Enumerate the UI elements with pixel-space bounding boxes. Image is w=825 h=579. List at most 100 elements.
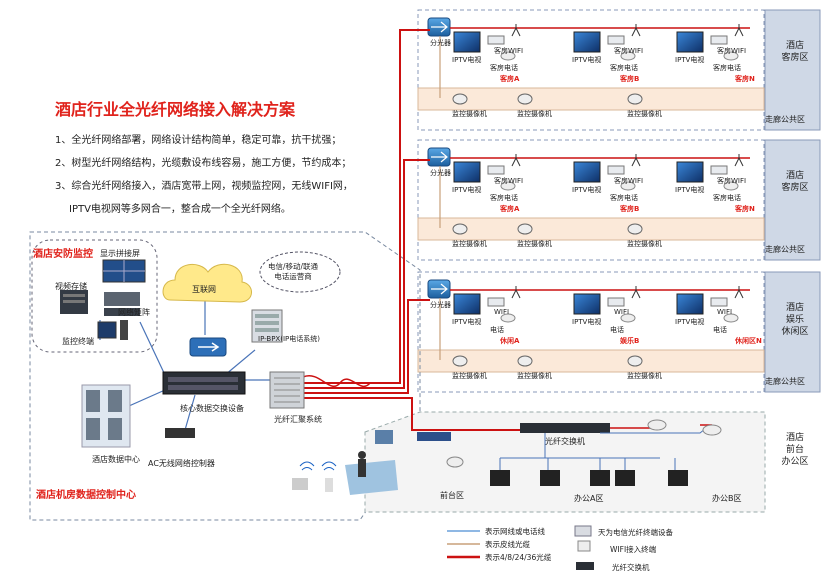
phone-label: 客房电话	[713, 194, 741, 202]
iptv-label: IPTV电视	[572, 186, 602, 194]
room-name-label: 客房N	[735, 205, 755, 213]
iptv-label: IPTV电视	[572, 56, 602, 64]
iptv-icon	[676, 161, 704, 183]
front-desk-label: 前台区	[440, 491, 464, 500]
fiber-trunk	[300, 29, 520, 431]
camera-label: 监控摄像机	[452, 240, 487, 248]
phone-icon	[723, 181, 739, 191]
carrier-ellipse	[259, 251, 341, 293]
wifi-ap-icon	[511, 24, 521, 37]
corridor-band	[417, 87, 765, 111]
camera-label: 监控摄像机	[627, 372, 662, 380]
internet-cloud	[162, 263, 252, 303]
camera-label: 监控摄像机	[627, 240, 662, 248]
corridor-band	[417, 217, 765, 241]
iptv-icon	[453, 161, 481, 183]
wifi-label: WIFI	[614, 308, 630, 316]
onu-icon	[710, 165, 728, 175]
phone-icon	[500, 51, 516, 61]
splitter-label: 分光器	[430, 301, 451, 309]
onu-icon	[487, 297, 505, 307]
camera-label: 监控摄像机	[517, 110, 552, 118]
monitor-terminal-label: 监控终端	[62, 337, 94, 346]
phone-label: 电话	[490, 326, 504, 334]
camera-label: 监控摄像机	[517, 240, 552, 248]
onu-icon	[607, 297, 625, 307]
phone-icon	[500, 181, 516, 191]
camera-icon	[517, 223, 533, 235]
phone-label: 客房电话	[713, 64, 741, 72]
wifi-label: 客房WIFI	[614, 177, 644, 185]
room-name-label: 休闲A	[500, 337, 520, 345]
legend-line3: 表示4/8/24/36光缆	[485, 553, 552, 562]
wifi-label: 客房WIFI	[717, 47, 747, 55]
wifi-label: WIFI	[717, 308, 733, 316]
room-name-label: 客房B	[620, 75, 640, 83]
legend-dev3: 光纤交换机	[612, 563, 650, 572]
iptv-label: IPTV电视	[675, 186, 705, 194]
iptv-label: IPTV电视	[675, 56, 705, 64]
office-devices	[292, 419, 722, 495]
server-cluster-icon	[81, 384, 131, 448]
wifi-label: 客房WIFI	[494, 47, 524, 55]
monitor-terminal-icon	[97, 320, 128, 340]
phone-icon	[723, 313, 739, 323]
wifi-ap-icon	[511, 286, 521, 299]
phone-label: 客房电话	[490, 194, 518, 202]
camera-icon	[517, 93, 533, 105]
video-storage-icon	[60, 290, 88, 314]
room-name-label: 客房A	[500, 205, 520, 213]
camera-icon	[452, 223, 468, 235]
zone-label: 酒店 客房区	[781, 41, 809, 63]
fiber-aggregation-label: 光纤汇聚系统	[274, 415, 322, 424]
datacenter-title: 酒店机房数据控制中心	[36, 490, 136, 501]
iptv-icon	[676, 293, 704, 315]
phone-label: 客房电话	[610, 64, 638, 72]
onu-icon	[710, 297, 728, 307]
camera-icon	[517, 355, 533, 367]
security-title: 酒店安防监控	[33, 249, 93, 260]
room-name-label: 客房B	[620, 205, 640, 213]
camera-label: 监控摄像机	[452, 110, 487, 118]
video-storage-label: 视频存储	[55, 282, 87, 291]
phone-icon	[500, 313, 516, 323]
core-switch-icon	[162, 371, 246, 395]
camera-icon	[627, 355, 643, 367]
wifi-ap-icon	[734, 286, 744, 299]
iptv-label: IPTV电视	[452, 186, 482, 194]
phone-label: 客房电话	[490, 64, 518, 72]
fiber-aggregation-icon	[269, 371, 305, 409]
display-wall-label: 显示拼接屏	[100, 249, 140, 258]
room-name-label: 客房N	[735, 75, 755, 83]
corridor-label: 走廊公共区	[765, 377, 805, 386]
camera-icon	[452, 93, 468, 105]
wifi-label: WIFI	[494, 308, 510, 316]
splitter-label: 分光器	[430, 169, 451, 177]
wifi-label: 客房WIFI	[494, 177, 524, 185]
camera-icon	[627, 93, 643, 105]
phone-icon	[620, 51, 636, 61]
display-wall-icon	[102, 259, 146, 283]
corridor-band	[417, 349, 765, 373]
iptv-icon	[573, 293, 601, 315]
wifi-ap-icon	[631, 24, 641, 37]
office-b-label: 办公B区	[712, 494, 742, 503]
wifi-ap-icon	[734, 154, 744, 167]
ac-controller-label: AC无线网络控制器	[148, 459, 215, 468]
splitter-label: 分光器	[430, 39, 451, 47]
phone-icon	[620, 313, 636, 323]
network-matrix-icon	[104, 292, 140, 316]
room-name-label: 客房A	[500, 75, 520, 83]
zone-side-band	[764, 9, 821, 131]
camera-label: 监控摄像机	[452, 372, 487, 380]
data-center-label: 酒店数据中心	[92, 455, 140, 464]
legend-dev2: WIFI接入终端	[610, 545, 657, 554]
phone-label: 电话	[610, 326, 624, 334]
phone-icon	[723, 51, 739, 61]
zone-label: 酒店 客房区	[781, 171, 809, 193]
office-region	[364, 411, 766, 513]
phone-icon	[620, 181, 636, 191]
feature-list: 1、全光纤网络部署，网络设计结构简单，稳定可靠，抗干扰强； 2、树型光纤网络结构…	[55, 129, 385, 221]
corridor-label: 走廊公共区	[765, 115, 805, 124]
